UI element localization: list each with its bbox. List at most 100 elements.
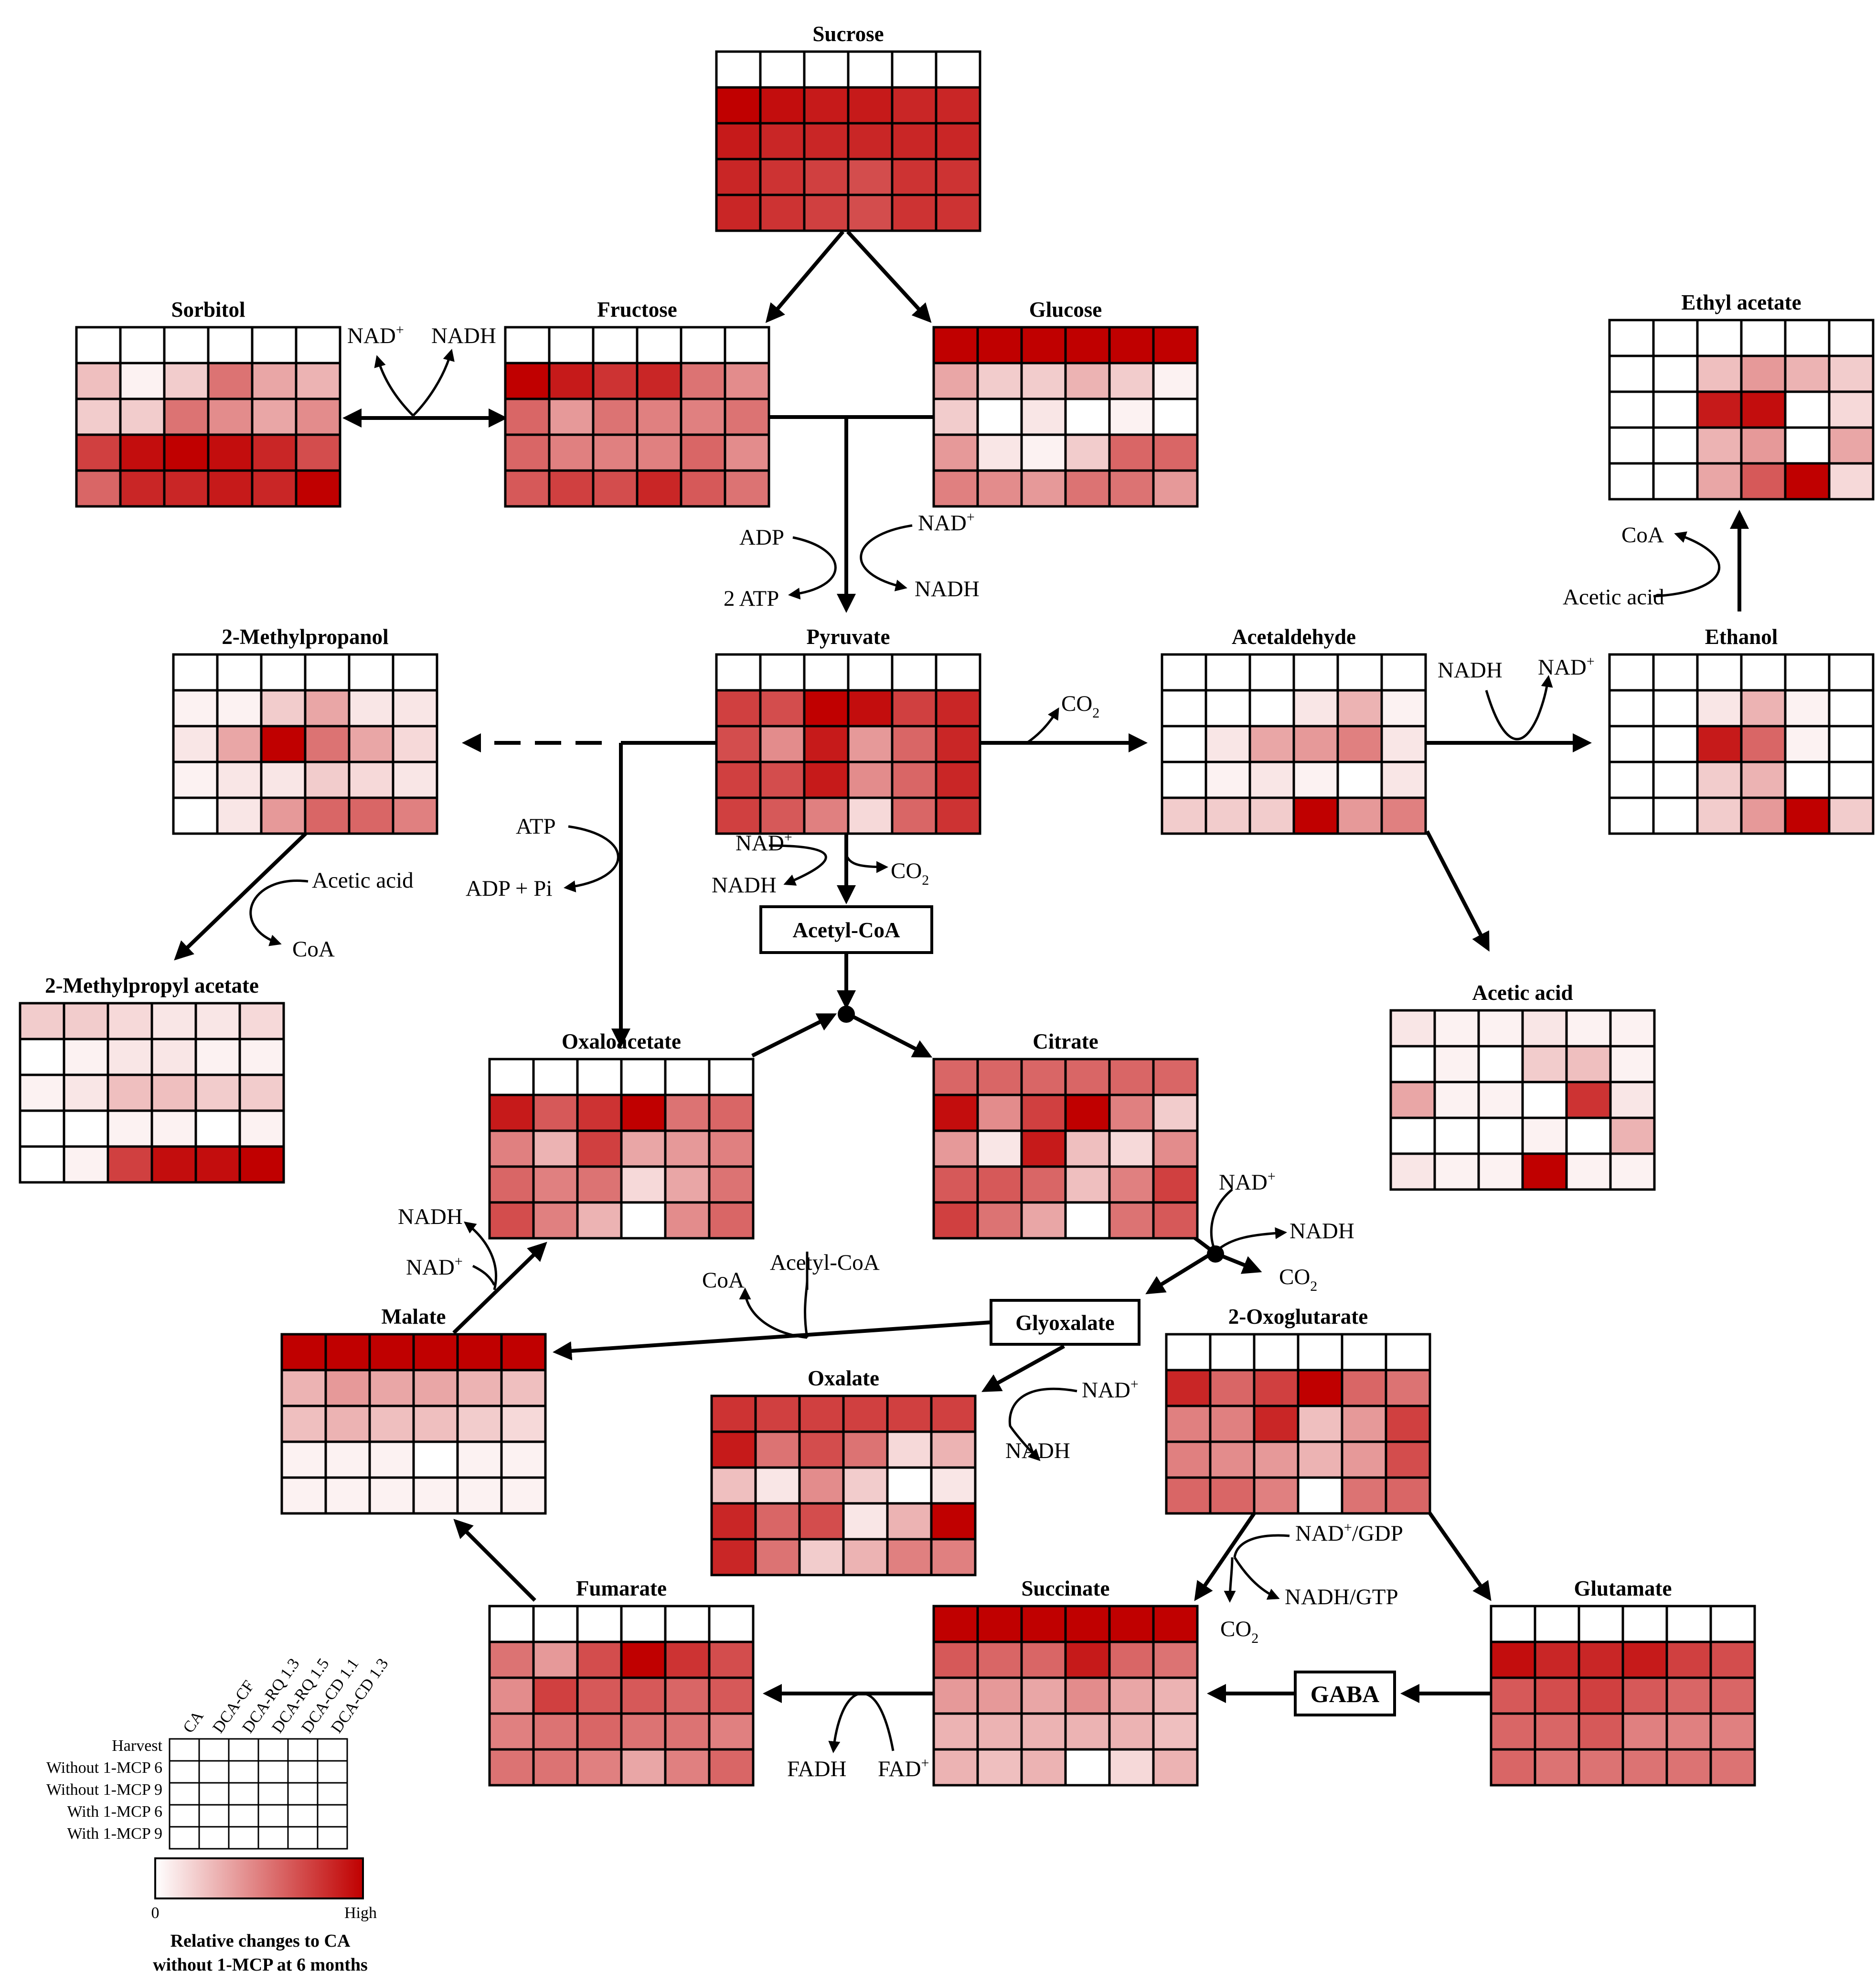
heatmap-cell <box>847 158 894 196</box>
heatmap-cell <box>348 689 394 728</box>
curve-suc-nadgdp <box>1233 1534 1290 1558</box>
heatmap-cell <box>754 1430 801 1469</box>
curve-pdh-nadh <box>768 844 827 886</box>
heatmap-cell <box>1740 761 1787 799</box>
heatmap-cell <box>1740 354 1787 393</box>
heatmap-cell <box>932 1676 979 1715</box>
heatmap-cell <box>1490 1748 1536 1787</box>
heatmap-cell <box>759 122 806 161</box>
heatmap-cell <box>620 1748 667 1787</box>
heatmap-cell <box>715 193 762 232</box>
heatmap-cell <box>1490 1712 1536 1751</box>
heatmap-cell <box>172 761 219 799</box>
heatmap-cell <box>1665 1748 1712 1787</box>
metabolite-label: Succinate <box>1022 1576 1110 1600</box>
heatmap-succinate: Succinate <box>932 1576 1199 1787</box>
heatmap-cell <box>886 1466 933 1505</box>
heatmap-cell <box>592 326 639 364</box>
heatmap-oxaloacetate: Oxaloacetate <box>488 1029 755 1240</box>
heatmap-cell <box>576 1712 623 1751</box>
heatmap-cell <box>1253 1404 1300 1443</box>
heatmap-ethyl-acetate: Ethyl acetate <box>1608 290 1875 501</box>
heatmap-cell <box>1108 1640 1155 1679</box>
heatmap-cell <box>1108 1129 1155 1168</box>
heatmap-cell <box>19 1109 65 1148</box>
legend-color-scale <box>154 1857 364 1899</box>
heatmap-cell <box>1534 1676 1580 1715</box>
heatmap-cell <box>664 1605 711 1643</box>
heatmap-cell <box>1020 1201 1067 1240</box>
heatmap-cell <box>847 86 894 125</box>
heatmap-cell <box>260 796 307 835</box>
heatmap-cell <box>1385 1333 1431 1372</box>
cof-nadh-oxalate: NADH <box>1005 1438 1070 1463</box>
heatmap-cell <box>1828 319 1875 357</box>
heatmap-cell <box>194 1145 241 1184</box>
heatmap-cell <box>1209 1369 1256 1407</box>
legend-cell <box>228 1738 259 1762</box>
heatmap-cell <box>620 1676 667 1715</box>
heatmap-cell <box>150 1073 197 1112</box>
heatmap-cell <box>932 1712 979 1751</box>
heatmap-cell <box>1565 1116 1612 1155</box>
heatmap-cell <box>216 761 263 799</box>
heatmap-cell <box>708 1129 755 1168</box>
heatmap-cell <box>172 796 219 835</box>
heatmap-cell <box>1209 1476 1256 1515</box>
cof-nad-citrate: NAD+ <box>1219 1168 1276 1195</box>
arrow-oxoglutarate-succinate <box>1194 1511 1257 1601</box>
legend-cell <box>228 1804 259 1828</box>
heatmap-cell <box>1784 319 1831 357</box>
heatmap-cell <box>759 653 806 692</box>
heatmap-cell <box>803 761 850 799</box>
heatmap-cell <box>1828 426 1875 465</box>
heatmap-cell <box>392 725 438 763</box>
heatmap-cell <box>1020 326 1067 364</box>
heatmap-cell <box>803 158 850 196</box>
heatmap-cell <box>1490 1605 1536 1643</box>
heatmap-cell <box>935 193 981 232</box>
heatmap-cell <box>456 1333 503 1372</box>
heatmap-methylpropyl-acetate: 2-Methylpropyl acetate <box>19 974 285 1184</box>
heatmap-cell <box>1297 1440 1343 1479</box>
heatmap-acetic-acid: Acetic acid <box>1389 981 1656 1191</box>
heatmap-cell <box>1152 1093 1199 1132</box>
heatmap-cell <box>1380 796 1427 835</box>
heatmap-cell <box>1696 725 1743 763</box>
curve-gly-coa <box>745 1252 809 1339</box>
heatmap-cell <box>1609 1152 1656 1191</box>
heatmap-cell <box>295 362 341 400</box>
cof-acetic-mp: Acetic acid <box>312 868 414 893</box>
heatmap-cell <box>1521 1045 1568 1083</box>
heatmap-cell <box>847 193 894 232</box>
heatmap-cell <box>1609 1081 1656 1119</box>
heatmap-cell <box>847 725 894 763</box>
heatmap-cell <box>260 653 307 692</box>
heatmap-cell <box>280 1369 327 1407</box>
heatmap-cell <box>576 1201 623 1240</box>
heatmap-cell <box>1385 1476 1431 1515</box>
heatmap-cell <box>1652 653 1699 692</box>
legend-cell <box>257 1804 289 1828</box>
arrow-node-co2 <box>1216 1252 1262 1274</box>
heatmap-cell <box>1336 725 1383 763</box>
heatmap-cell <box>324 1333 371 1372</box>
heatmap-cell <box>932 397 979 436</box>
heatmap-cell <box>548 362 595 400</box>
heatmap-cell <box>1152 362 1199 400</box>
heatmap-cell <box>172 689 219 728</box>
metabolite-label: Fructose <box>597 298 677 322</box>
heatmap-cell <box>932 1129 979 1168</box>
heatmap-cell <box>1534 1640 1580 1679</box>
heatmap-cell <box>715 50 762 89</box>
curve-gly-acetylcoa <box>804 1280 809 1338</box>
heatmap-cell <box>576 1093 623 1132</box>
legend-cell <box>257 1782 289 1806</box>
heatmap-cell <box>238 1073 285 1112</box>
heatmap-glutamate: Glutamate <box>1490 1576 1756 1787</box>
boxed-labels: Acetyl-CoA Glyoxalate GABA <box>759 905 1396 1716</box>
heatmap-cell <box>348 761 394 799</box>
arrow-glyoxalate-oxalate <box>981 1344 1065 1392</box>
heatmap-cell <box>1152 1129 1199 1168</box>
curve-fad-fadh <box>828 1692 895 1753</box>
